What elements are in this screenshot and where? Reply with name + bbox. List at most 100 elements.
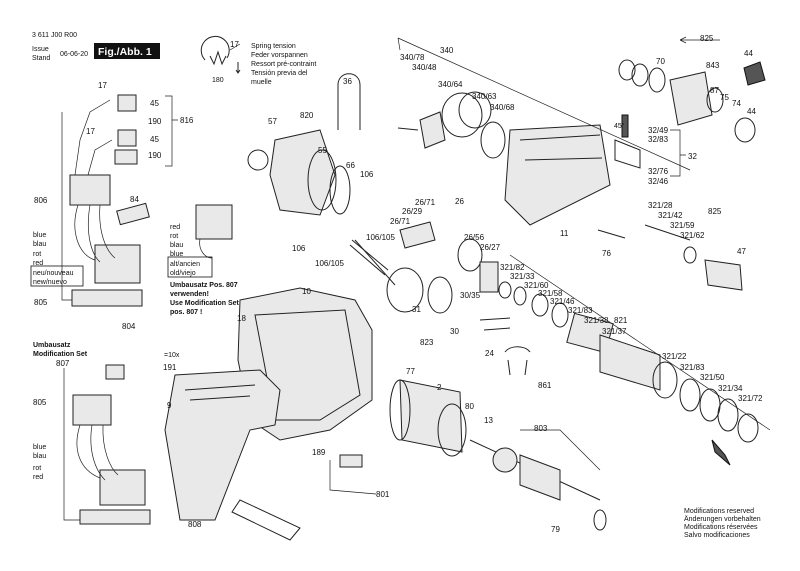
part-66: 66 xyxy=(346,161,355,170)
part-74: 74 xyxy=(732,99,741,108)
spring-angle: 180 xyxy=(212,77,224,84)
part-87: 87 xyxy=(710,86,719,95)
part-823: 823 xyxy=(420,338,434,347)
spring-line-3: Ressort pré-contraint xyxy=(251,61,316,68)
footer-line-1: Modifications reserved xyxy=(684,508,754,515)
part-31: 31 xyxy=(412,305,421,314)
part-321-83b: 321/83 xyxy=(680,363,705,372)
part-106-105a: 106/105 xyxy=(366,233,395,242)
part-11: 11 xyxy=(560,229,569,238)
part-321-83a: 321/83 xyxy=(568,306,593,315)
old-label-1: alt/ancien xyxy=(170,261,200,268)
spring-line-5: muelle xyxy=(251,79,272,86)
part-321-59: 321/59 xyxy=(670,221,695,230)
part-801: 801 xyxy=(376,490,390,499)
wire-b-2: rot xyxy=(170,233,178,240)
part-321-37: 321/37 xyxy=(602,327,627,336)
part-340-63: 340/63 xyxy=(472,92,497,101)
spring-tension-note: 17 180 Spring tension Feder vorspannen R… xyxy=(200,35,316,86)
wire-a-2: blau xyxy=(33,241,46,248)
issue-label-1: Issue xyxy=(32,46,49,53)
part-47: 47 xyxy=(737,247,746,256)
fig-title: Fig./Abb. 1 xyxy=(98,46,152,58)
part-825b: 825 xyxy=(708,207,722,216)
part-321-22: 321/22 xyxy=(662,352,687,361)
part-18: 18 xyxy=(237,314,246,323)
leader-340 xyxy=(397,37,691,171)
wire-c-3: rot xyxy=(33,465,41,472)
issue-label-2: Stand xyxy=(32,55,50,62)
part-340-78: 340/78 xyxy=(400,53,425,62)
part-804: 804 xyxy=(122,322,136,331)
part-44b: 44 xyxy=(747,107,756,116)
part-106-105b: 106/105 xyxy=(315,259,344,268)
switch-assembly-lower xyxy=(63,364,151,525)
part-340-48: 340/48 xyxy=(412,63,437,72)
part-321-34: 321/34 xyxy=(718,384,743,393)
part-32-49: 32/49 xyxy=(648,126,669,135)
wire-c-2: blau xyxy=(33,453,46,460)
lock-mechanism-group xyxy=(614,114,686,177)
part-861: 861 xyxy=(538,381,552,390)
footer-line-3: Modifications réservées xyxy=(684,524,758,531)
spring-line-4: Tensión previa del xyxy=(251,70,308,77)
angle-45: 45° xyxy=(614,122,625,130)
old-label-box xyxy=(167,256,213,278)
leader-801 xyxy=(329,460,377,495)
new-label-2: new/nuevo xyxy=(33,279,67,286)
wire-b-4: blue xyxy=(170,251,183,258)
part-321-28: 321/28 xyxy=(648,201,673,210)
part-806: 806 xyxy=(34,196,48,205)
part-45a: 45 xyxy=(150,99,159,108)
umbausatz-line-1: Umbausatz Pos. 807 xyxy=(170,282,238,289)
part-30: 30 xyxy=(450,327,459,336)
spring-line-2: Feder vorspannen xyxy=(251,52,308,59)
part-24: 24 xyxy=(485,349,494,358)
umbausatz-line-3: Use Modification Set xyxy=(170,300,240,307)
part-189-shape xyxy=(339,454,363,468)
part-70: 70 xyxy=(656,57,665,66)
modset-title-2: Modification Set xyxy=(33,351,88,358)
part-820: 820 xyxy=(300,111,314,120)
part-26-29: 26/29 xyxy=(402,207,423,216)
motor-group xyxy=(389,379,607,531)
part-807: 807 xyxy=(56,359,70,368)
ten-x: =10x xyxy=(164,352,180,359)
wire-c-1: blue xyxy=(33,444,46,451)
part-44a: 44 xyxy=(744,49,753,58)
part-84: 84 xyxy=(130,195,139,204)
part-321-60: 321/60 xyxy=(524,281,549,290)
part-190a: 190 xyxy=(148,117,162,126)
part-45b: 45 xyxy=(150,135,159,144)
part-321-42: 321/42 xyxy=(658,211,683,220)
part-191: 191 xyxy=(163,363,177,372)
part-13: 13 xyxy=(484,416,493,425)
part-26-27: 26/27 xyxy=(480,243,501,252)
umbausatz-line-4: pos. 807 ! xyxy=(170,309,202,316)
old-label-2: old/viejo xyxy=(170,270,196,277)
wire-b-3: blau xyxy=(170,242,183,249)
part-9: 9 xyxy=(167,401,172,410)
spring-value-17: 17 xyxy=(230,40,239,49)
part-321-33: 321/33 xyxy=(510,272,535,281)
part-803: 803 xyxy=(534,424,548,433)
part-55: 55 xyxy=(318,146,327,155)
part-805b: 805 xyxy=(33,398,47,407)
part-26-71b: 26/71 xyxy=(415,198,436,207)
old-switch-inset xyxy=(195,204,233,259)
part-26-56: 26/56 xyxy=(464,233,485,242)
impact-mechanism-group xyxy=(498,224,771,466)
part-321-58: 321/58 xyxy=(538,289,563,298)
part-106a: 106 xyxy=(360,170,374,179)
part-106b: 106 xyxy=(292,244,306,253)
part-843: 843 xyxy=(706,61,720,70)
part-808: 808 xyxy=(188,520,202,529)
doc-number: 3 611 J00 R00 xyxy=(32,32,77,39)
part-79: 79 xyxy=(551,525,560,534)
part-17b: 17 xyxy=(86,127,95,136)
part-57: 57 xyxy=(268,117,277,126)
switch-assembly-upper xyxy=(61,94,178,307)
part-76: 76 xyxy=(602,249,611,258)
new-label-box xyxy=(30,265,84,287)
